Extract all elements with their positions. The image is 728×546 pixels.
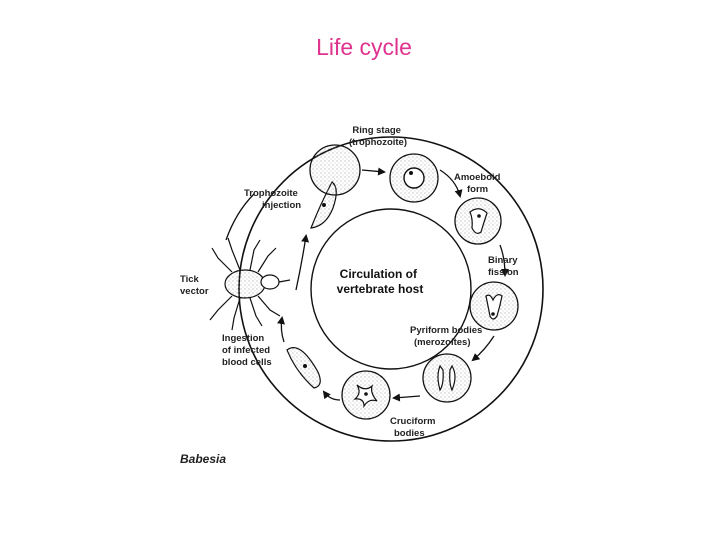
blood-cell-pyriform bbox=[422, 353, 472, 403]
label-pyriform-bodies: Pyriform bodies (merozoites) bbox=[410, 325, 485, 348]
blood-cell-uninfected bbox=[309, 144, 361, 196]
center-label: Circulation of vertebrate host bbox=[337, 267, 424, 296]
inner-ring bbox=[310, 208, 472, 370]
diagram-caption: Babesia bbox=[180, 452, 226, 466]
blood-cell-cruciform bbox=[341, 370, 391, 420]
blood-cell-ring-stage bbox=[389, 153, 439, 203]
cycle-arrows bbox=[225, 167, 509, 402]
label-ring-stage: Ring stage (trophozoite) bbox=[349, 125, 407, 148]
tick-vector-illustration bbox=[209, 237, 291, 331]
label-binary-fission: Binary fission bbox=[488, 255, 520, 278]
label-cruciform-bodies: Cruciform bodies bbox=[390, 416, 438, 439]
label-trophozoite-injection: Trophozoite injection bbox=[244, 188, 301, 211]
blood-cell-binary-fission bbox=[469, 281, 519, 331]
label-ingestion: Ingestion of infected blood cells bbox=[222, 333, 273, 368]
merozoite-cell bbox=[286, 347, 321, 389]
label-tick-vector: Tick vector bbox=[180, 274, 209, 297]
blood-cell-amoeboid bbox=[454, 197, 502, 245]
slide-title: Life cycle bbox=[316, 34, 412, 60]
label-amoeboid-form: Amoeboid form bbox=[454, 172, 503, 195]
